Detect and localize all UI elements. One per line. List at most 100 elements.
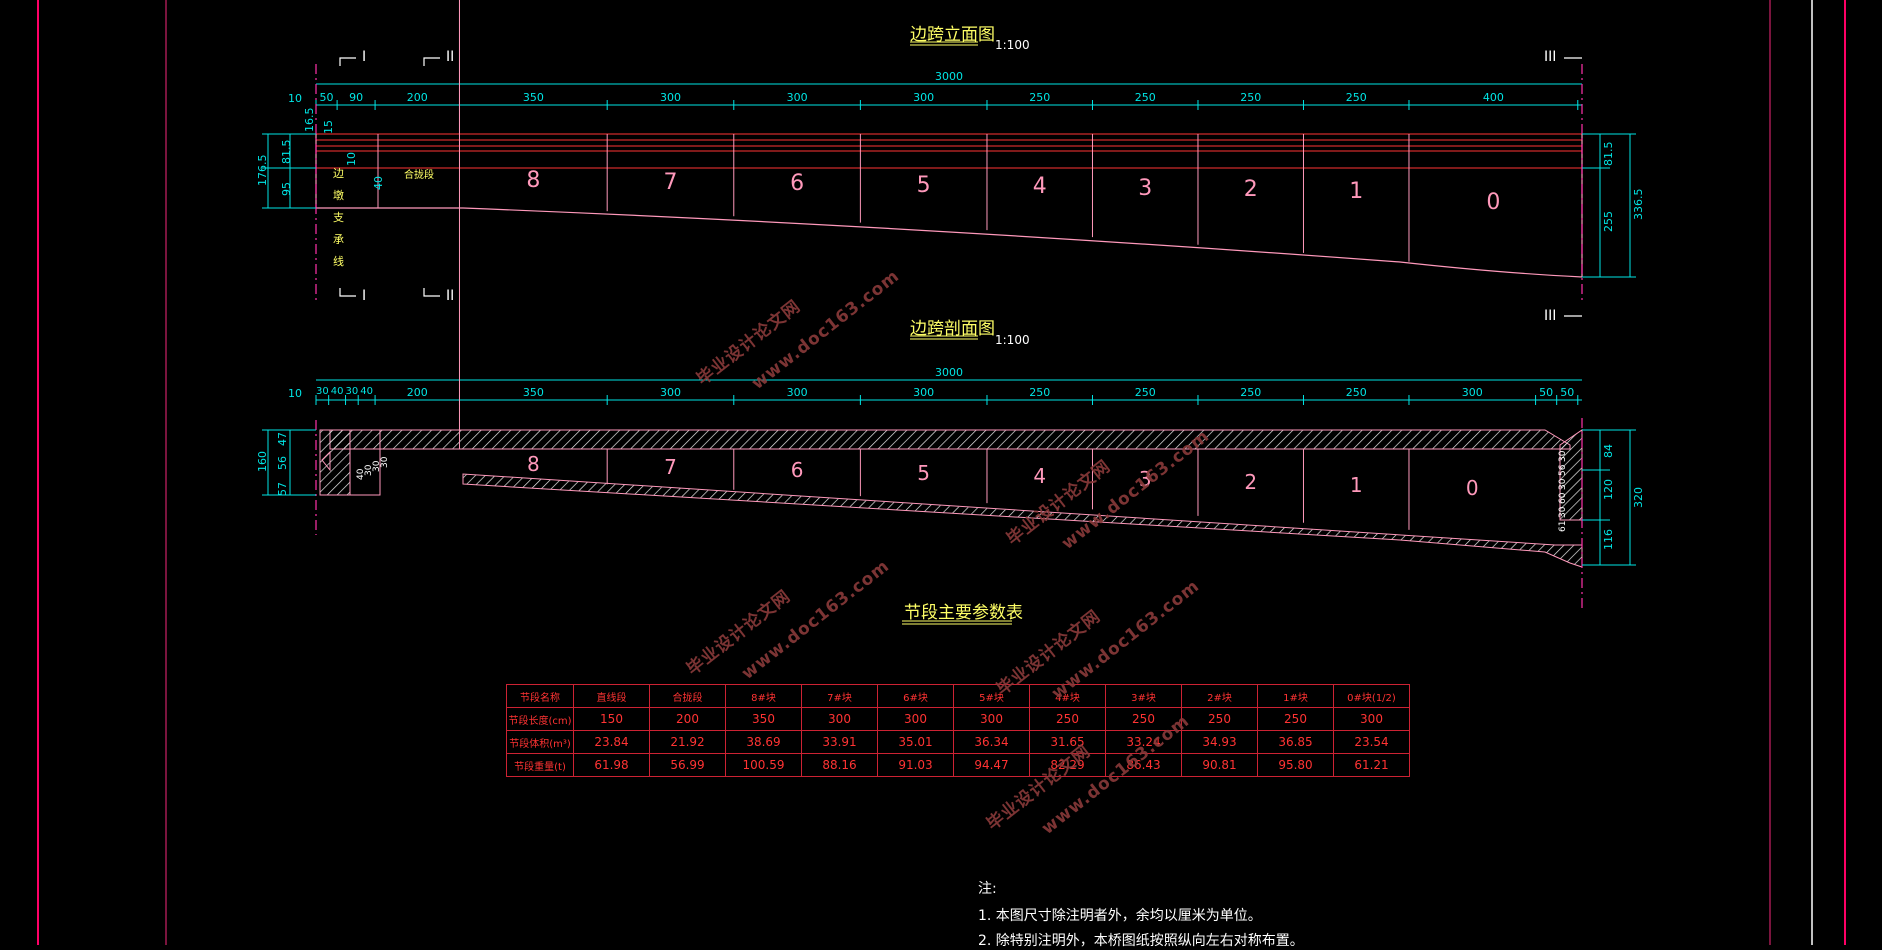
table-column-header: 4#块 bbox=[1029, 684, 1106, 708]
elevation-right-dim: 336.5 bbox=[1632, 188, 1645, 221]
section-dim-label: 300 bbox=[1461, 386, 1483, 399]
table-cell: 61.21 bbox=[1333, 753, 1410, 777]
section-mark-III: III bbox=[1544, 49, 1557, 65]
table-row-label: 节段名称 bbox=[506, 684, 574, 708]
elevation-dim-label: 250 bbox=[1345, 91, 1367, 104]
section-left-dim: 56 bbox=[276, 456, 289, 470]
elevation-right-dim: 255 bbox=[1602, 211, 1615, 232]
section-mark-I: I bbox=[362, 288, 367, 304]
elevation-view bbox=[262, 0, 1636, 317]
elevation-segment-number: 6 bbox=[790, 171, 805, 196]
section-right-dim: 320 bbox=[1632, 487, 1645, 508]
section-right-dim: 120 bbox=[1602, 479, 1615, 500]
section-segment-number: 4 bbox=[1033, 464, 1047, 488]
elevation-dim-label: 350 bbox=[522, 91, 544, 104]
elevation-left-dim: 15 bbox=[322, 120, 335, 134]
section-view bbox=[262, 0, 1636, 608]
elevation-left-dim: 95 bbox=[280, 182, 293, 196]
support-line-label: 线 bbox=[333, 255, 344, 268]
table-cell: 36.34 bbox=[953, 730, 1030, 754]
table-column-header: 2#块 bbox=[1181, 684, 1258, 708]
table-cell: 300 bbox=[801, 707, 878, 731]
table-cell: 61.98 bbox=[573, 753, 650, 777]
section-segment-number: 2 bbox=[1244, 470, 1258, 494]
elevation-segment-number: 2 bbox=[1243, 177, 1258, 202]
table-cell: 35.01 bbox=[877, 730, 954, 754]
table-column-header: 8#块 bbox=[725, 684, 802, 708]
table-cell: 56.99 bbox=[649, 753, 726, 777]
table-row-label: 节段长度(cm) bbox=[506, 707, 574, 731]
section-right-dim: 116 bbox=[1602, 529, 1615, 550]
table-column-header: 3#块 bbox=[1105, 684, 1182, 708]
section-inner-dim: 30 bbox=[1558, 506, 1568, 518]
elevation-dim-label: 300 bbox=[913, 91, 935, 104]
table-cell: 300 bbox=[877, 707, 954, 731]
section-inner-dim: 30 bbox=[380, 456, 390, 468]
elevation-segment-number: 7 bbox=[663, 169, 678, 195]
section-mark-II: II bbox=[446, 49, 455, 65]
table-cell: 250 bbox=[1257, 707, 1334, 731]
section-dim-label: 30 bbox=[315, 386, 329, 397]
table-column-header: 6#块 bbox=[877, 684, 954, 708]
elevation-left-dim: 10 bbox=[345, 152, 358, 166]
table-cell: 88.16 bbox=[801, 753, 878, 777]
section-mark-II: II bbox=[446, 288, 455, 304]
elevation-dim-label: 10 bbox=[288, 92, 302, 105]
section-dim-label: 300 bbox=[659, 386, 681, 399]
table-cell: 34.93 bbox=[1181, 730, 1258, 754]
section-dim-label: 300 bbox=[913, 386, 935, 399]
table-cell: 350 bbox=[725, 707, 802, 731]
table-cell: 150 bbox=[573, 707, 650, 731]
table-cell: 36.85 bbox=[1257, 730, 1334, 754]
elevation-dim-label: 90 bbox=[349, 91, 364, 104]
closure-segment-label: 合拢段 bbox=[404, 170, 434, 181]
sheet-frame bbox=[37, 0, 1846, 945]
section-dim-label: 40 bbox=[330, 386, 344, 397]
elevation-dim-label: 50 bbox=[319, 91, 334, 104]
section-segment-number: 7 bbox=[664, 455, 677, 479]
elevation-dim-label: 250 bbox=[1134, 91, 1156, 104]
support-line-label: 支 bbox=[333, 211, 344, 224]
elevation-segment-number: 1 bbox=[1349, 178, 1364, 204]
elevation-left-dim: 16.5 bbox=[303, 107, 316, 133]
section-right-dim: 84 bbox=[1602, 444, 1615, 458]
elevation-total-dim: 3000 bbox=[935, 70, 963, 83]
table-cell: 200 bbox=[649, 707, 726, 731]
section-dim-label: 200 bbox=[406, 386, 428, 399]
table-cell: 90.81 bbox=[1181, 753, 1258, 777]
support-line-label: 承 bbox=[333, 233, 344, 246]
elevation-dim-label: 400 bbox=[1482, 91, 1504, 104]
elevation-dim-label: 250 bbox=[1029, 91, 1051, 104]
elevation-right-dim: 81.5 bbox=[1602, 141, 1615, 167]
elevation-dim-label: 200 bbox=[406, 91, 428, 104]
table-column-header: 7#块 bbox=[801, 684, 878, 708]
section-segment-number: 6 bbox=[790, 458, 804, 482]
table-cell: 23.54 bbox=[1333, 730, 1410, 754]
note-line-1: 1. 本图尺寸除注明者外，余均以厘米为单位。 bbox=[978, 908, 1262, 924]
elevation-left-dim: 81.5 bbox=[280, 139, 293, 165]
elevation-segment-number: 4 bbox=[1032, 174, 1047, 199]
table-cell: 300 bbox=[1333, 707, 1410, 731]
section-dim-label: 250 bbox=[1345, 386, 1367, 399]
section-left-dim: 47 bbox=[276, 432, 289, 446]
table-column-header: 1#块 bbox=[1257, 684, 1334, 708]
section-segment-number: 3 bbox=[1138, 467, 1152, 491]
table-cell: 250 bbox=[1181, 707, 1258, 731]
section-title: 边跨剖面图 bbox=[910, 319, 995, 339]
elevation-segment-number: 0 bbox=[1486, 190, 1501, 215]
section-left-dim: 57 bbox=[276, 482, 289, 496]
section-dim-label: 50 bbox=[1560, 386, 1575, 399]
elevation-dim-label: 300 bbox=[786, 91, 808, 104]
table-cell: 23.84 bbox=[573, 730, 650, 754]
section-segment-number: 8 bbox=[526, 452, 540, 476]
section-inner-dim: 30 bbox=[1558, 478, 1568, 490]
section-dim-label: 250 bbox=[1134, 386, 1156, 399]
section-dim-label: 30 bbox=[345, 386, 359, 397]
elevation-scale: 1:100 bbox=[995, 38, 1030, 52]
elevation-dim-label: 300 bbox=[659, 91, 681, 104]
